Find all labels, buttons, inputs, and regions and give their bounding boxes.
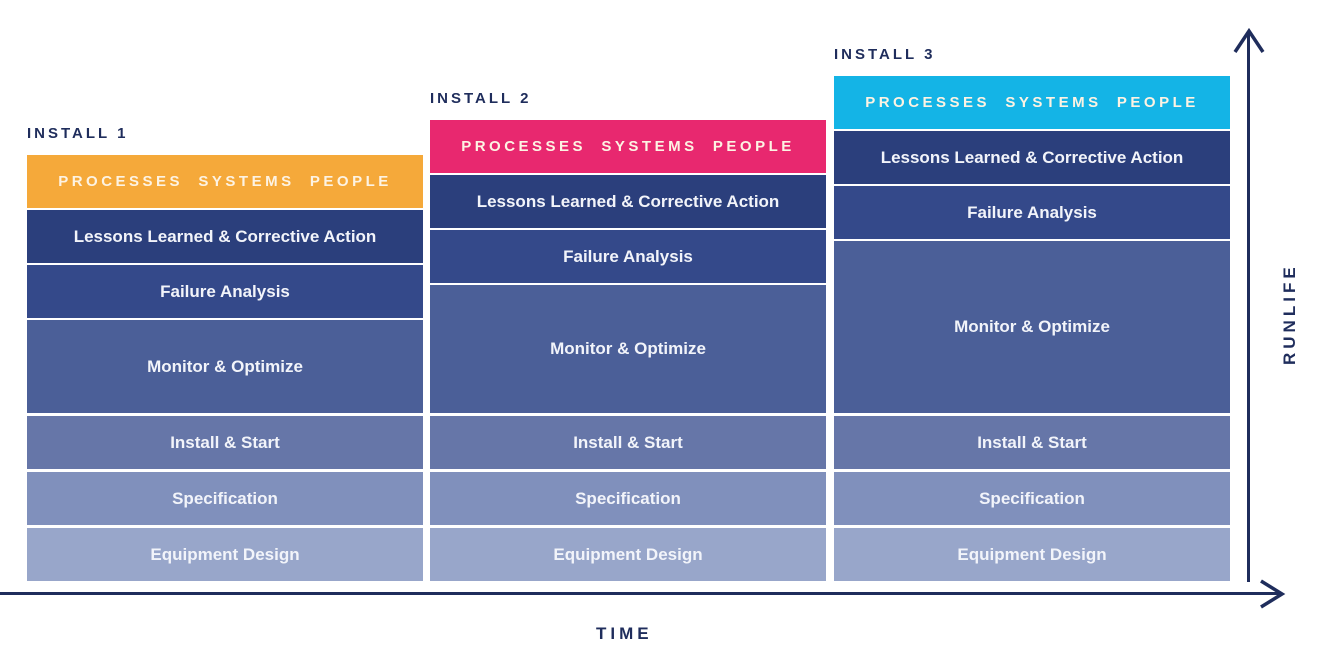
stage-block: Failure Analysis xyxy=(834,186,1230,239)
stage-block: Specification xyxy=(834,472,1230,525)
stage-block: Failure Analysis xyxy=(27,265,423,318)
stage-block: Equipment Design xyxy=(430,528,826,581)
pillars-header: PROCESSES SYSTEMS PEOPLE xyxy=(430,120,826,173)
stage-block: Lessons Learned & Corrective Action xyxy=(27,210,423,263)
stage-block: Install & Start xyxy=(27,416,423,469)
time-axis xyxy=(0,592,1280,595)
runlife-axis xyxy=(1247,34,1250,582)
stage-block: Specification xyxy=(27,472,423,525)
time-arrow-icon xyxy=(1260,579,1286,609)
time-axis-label: TIME xyxy=(596,624,653,643)
pillars-header: PROCESSES SYSTEMS PEOPLE xyxy=(27,155,423,208)
install-label: INSTALL 3 xyxy=(834,46,936,63)
pillars-header: PROCESSES SYSTEMS PEOPLE xyxy=(834,76,1230,129)
stage-block: Equipment Design xyxy=(834,528,1230,581)
stage-block: Equipment Design xyxy=(27,528,423,581)
install-label: INSTALL 2 xyxy=(430,90,532,107)
stage-block: Specification xyxy=(430,472,826,525)
install-label: INSTALL 1 xyxy=(27,125,129,142)
stage-block: Install & Start xyxy=(430,416,826,469)
stage-block: Monitor & Optimize xyxy=(834,241,1230,413)
stage-block: Monitor & Optimize xyxy=(27,320,423,413)
stage-block: Lessons Learned & Corrective Action xyxy=(834,131,1230,184)
runlife-axis-label: RUNLIFE xyxy=(1280,263,1299,365)
stage-block: Failure Analysis xyxy=(430,230,826,283)
stage-block: Install & Start xyxy=(834,416,1230,469)
runlife-arrow-icon xyxy=(1233,27,1265,53)
stage-block: Lessons Learned & Corrective Action xyxy=(430,175,826,228)
stage-block: Monitor & Optimize xyxy=(430,285,826,413)
